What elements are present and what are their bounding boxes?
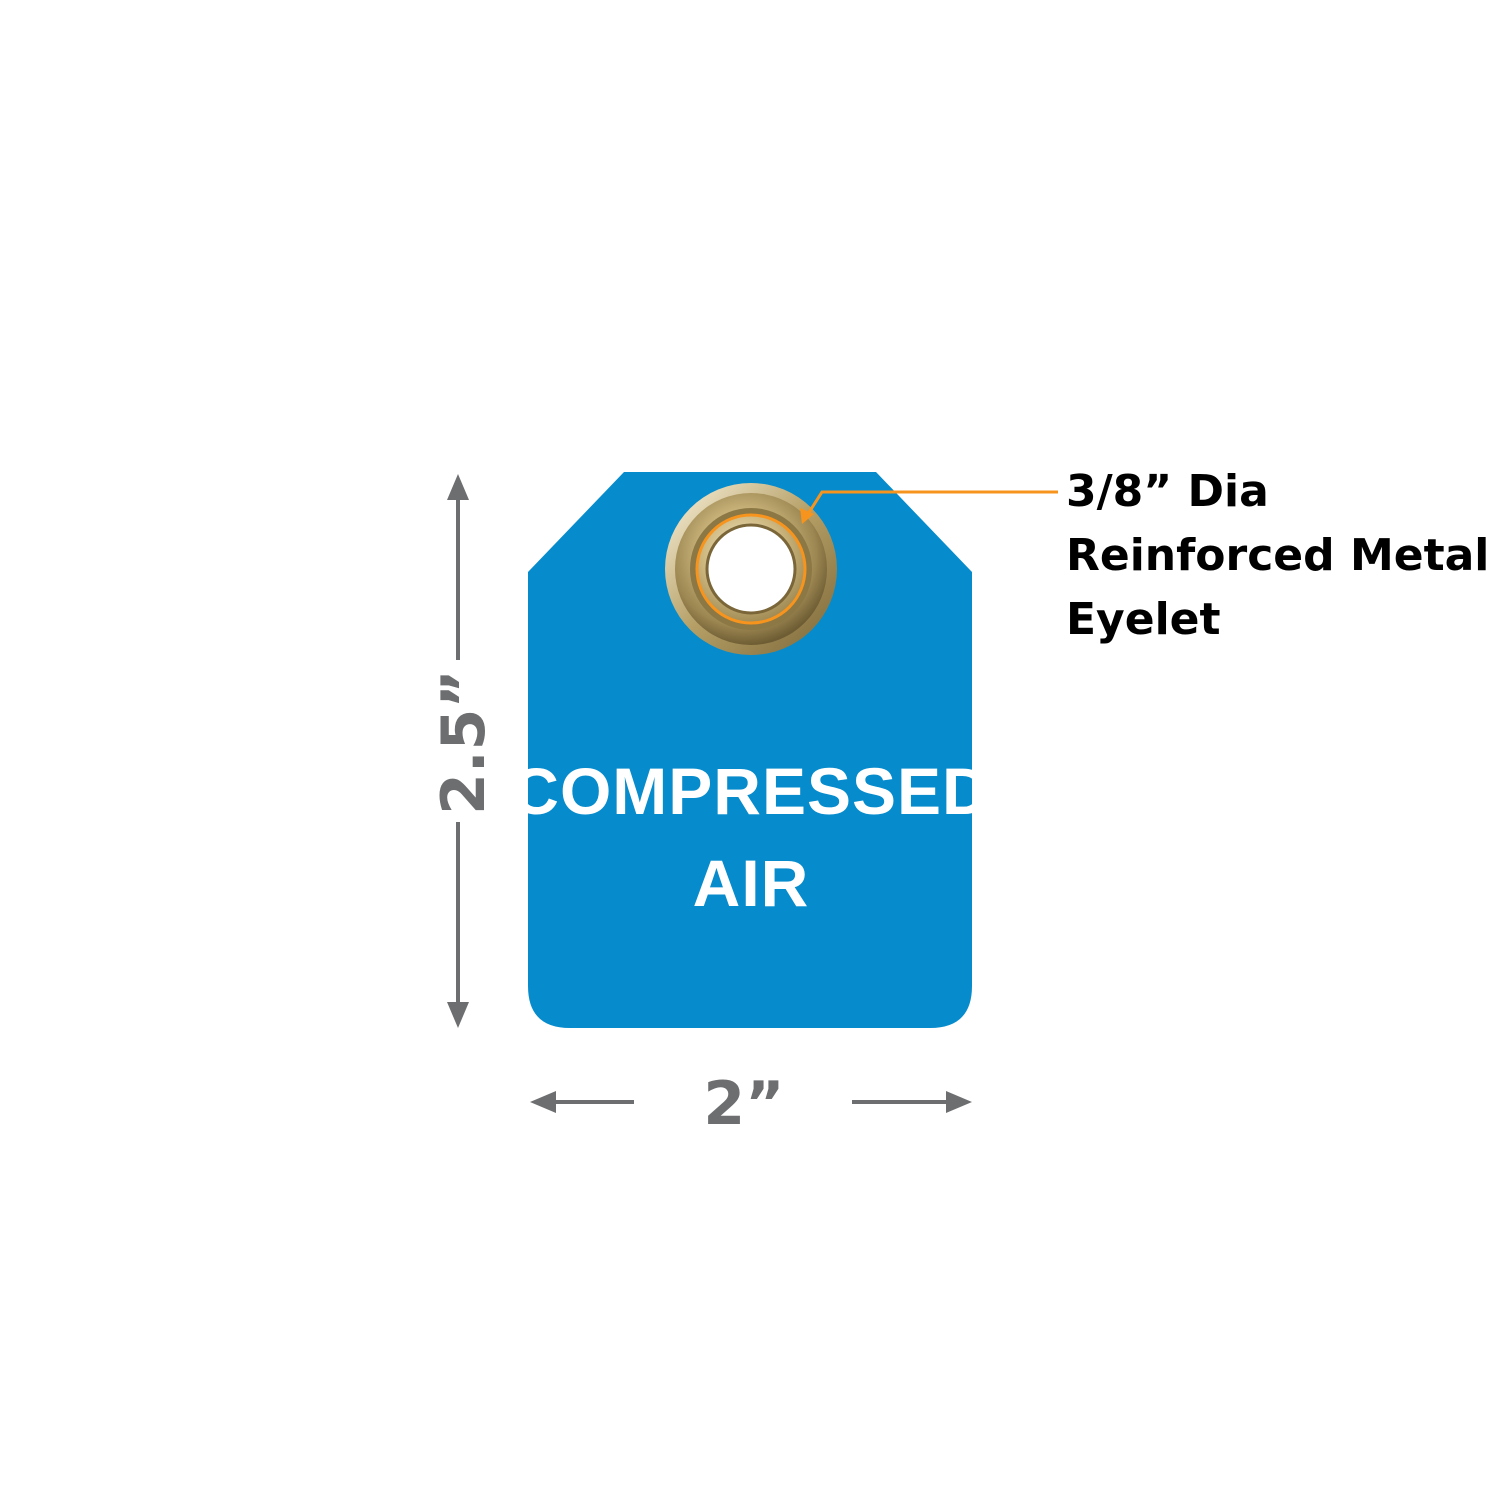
tag-text-line1: COMPRESSED (511, 754, 990, 828)
tag-text-line2: AIR (693, 846, 810, 920)
metal-eyelet-icon (665, 483, 837, 655)
height-dimension-label: 2.5” (429, 669, 499, 815)
callout-line2: Reinforced Metal (1066, 530, 1489, 581)
callout-line3: Eyelet (1066, 594, 1221, 645)
callout-leader-line (800, 490, 1058, 524)
tag-body (528, 472, 972, 1028)
width-dimension-label: 2” (703, 1069, 784, 1139)
callout-line1: 3/8” Dia (1066, 466, 1269, 517)
height-dimension-arrow (447, 474, 469, 1028)
width-dimension-arrow (530, 1091, 972, 1113)
